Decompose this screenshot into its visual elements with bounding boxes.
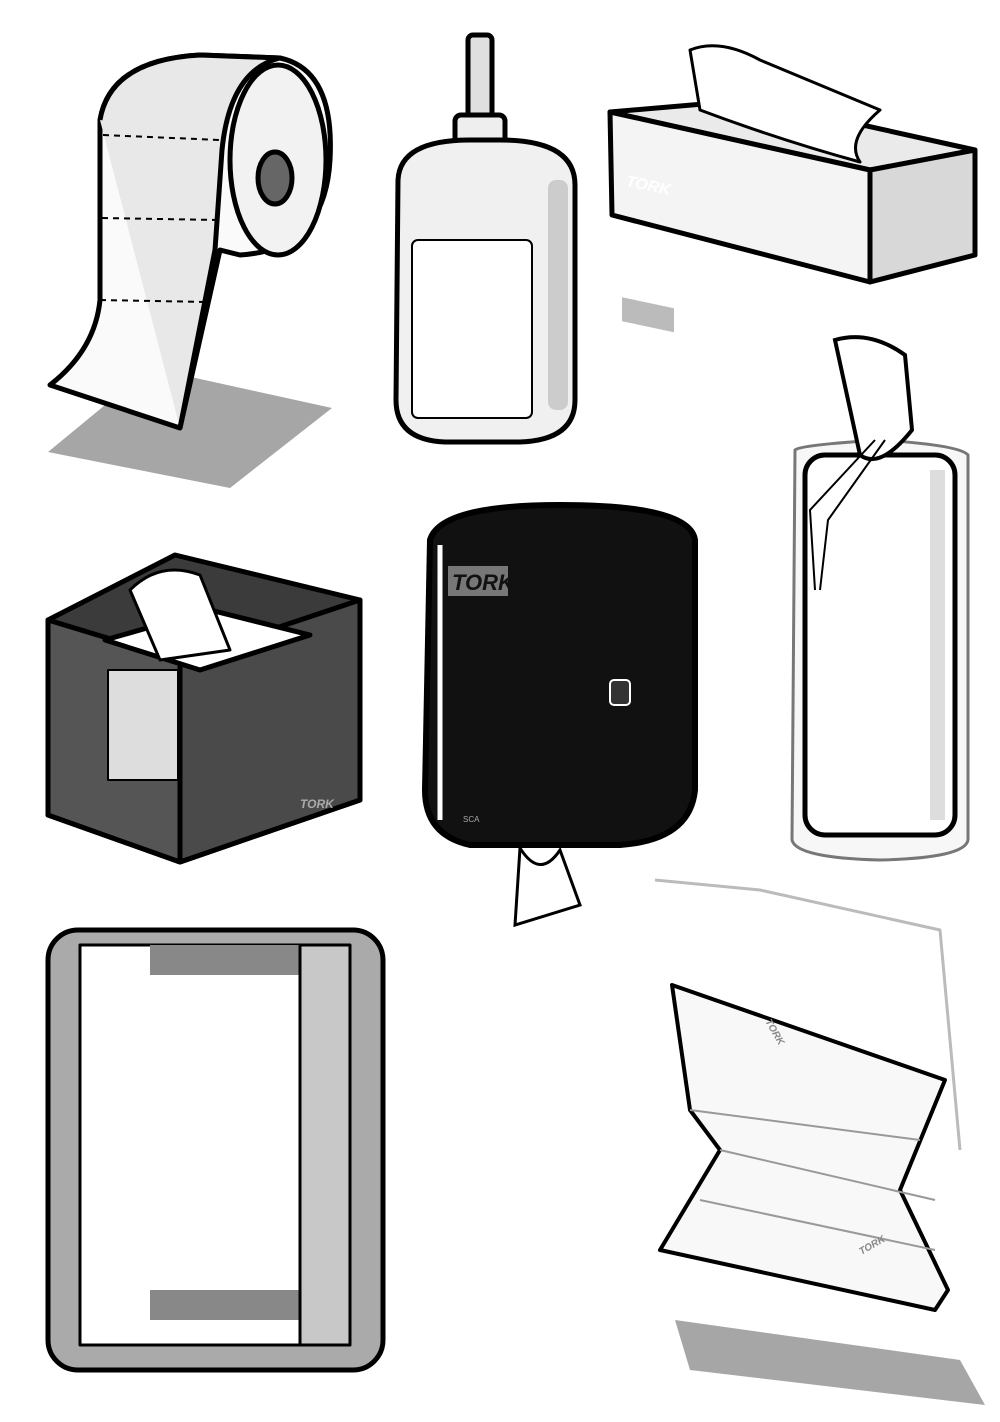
wrapped-roll-illustration xyxy=(790,335,970,862)
tissue-box-illustration: TORK xyxy=(607,44,978,333)
napkin-holder-illustration: TORK xyxy=(45,552,363,865)
centerfeed-dispenser-illustration: TORK SCA xyxy=(421,501,698,928)
tork-logo xyxy=(622,297,674,333)
tork-logo: TORK xyxy=(300,797,335,811)
tork-logo: TORK xyxy=(452,570,516,595)
dispenser-frame-illustration xyxy=(45,927,386,1373)
sca-logo: SCA xyxy=(463,815,480,824)
soap-refill-illustration xyxy=(393,32,578,445)
toilet-roll-illustration xyxy=(47,52,333,488)
folded-towel-illustration: TORK TORK xyxy=(654,878,985,1405)
